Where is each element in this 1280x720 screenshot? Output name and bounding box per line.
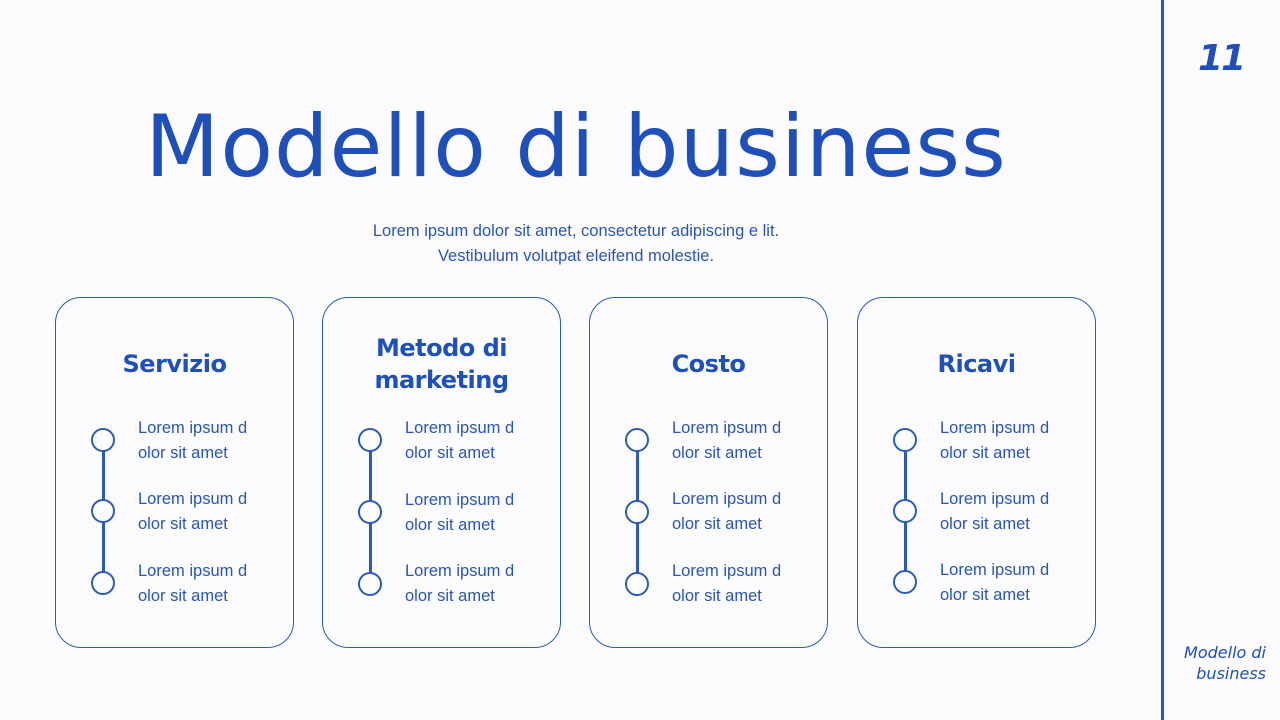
item-line: Lorem ipsum d <box>405 491 515 509</box>
list-item: Lorem ipsum d olor sit amet <box>672 559 812 609</box>
card-ricavi: Ricavi Lorem ipsum d olor sit amet Lorem… <box>857 297 1096 648</box>
list-item: Lorem ipsum d olor sit amet <box>138 416 278 466</box>
item-line: Lorem ipsum d <box>672 490 782 508</box>
timeline-node-icon <box>625 572 649 596</box>
timeline-node-icon <box>625 428 649 452</box>
timeline-node-icon <box>893 428 917 452</box>
side-caption-line1: Modello di <box>1184 643 1266 662</box>
timeline-node-icon <box>358 500 382 524</box>
slide-subtitle: Lorem ipsum dolor sit amet, consectetur … <box>350 219 802 269</box>
sidebar-divider <box>1161 0 1164 720</box>
card-servizio: Servizio Lorem ipsum d olor sit amet Lor… <box>55 297 294 648</box>
item-line: olor sit amet <box>940 444 1030 462</box>
card-title: Metodo di marketing <box>323 332 560 396</box>
timeline-node-icon <box>91 428 115 452</box>
item-line: olor sit amet <box>672 587 762 605</box>
item-line: olor sit amet <box>138 587 228 605</box>
item-line: olor sit amet <box>672 515 762 533</box>
list-item: Lorem ipsum d olor sit amet <box>672 487 812 537</box>
list-item: Lorem ipsum d olor sit amet <box>138 487 278 537</box>
card-title: Costo <box>671 350 746 378</box>
list-item: Lorem ipsum d olor sit amet <box>940 558 1080 608</box>
slide-title: Modello di business <box>145 97 1007 197</box>
card-title: Servizio <box>122 350 227 378</box>
card-metodo-di-marketing: Metodo di marketing Lorem ipsum d olor s… <box>322 297 561 648</box>
item-line: Lorem ipsum d <box>138 419 248 437</box>
item-line: Lorem ipsum d <box>672 419 782 437</box>
item-line: olor sit amet <box>138 515 228 533</box>
item-line: Lorem ipsum d <box>672 562 782 580</box>
list-item: Lorem ipsum d olor sit amet <box>940 416 1080 466</box>
timeline-node-icon <box>893 499 917 523</box>
item-line: olor sit amet <box>405 444 495 462</box>
item-line: Lorem ipsum d <box>138 562 248 580</box>
list-item: Lorem ipsum d olor sit amet <box>138 559 278 609</box>
item-line: olor sit amet <box>138 444 228 462</box>
card-title-line: Metodo di <box>375 334 508 362</box>
item-line: Lorem ipsum d <box>405 562 515 580</box>
item-line: Lorem ipsum d <box>940 419 1050 437</box>
list-item: Lorem ipsum d olor sit amet <box>672 416 812 466</box>
timeline <box>893 428 917 594</box>
timeline-node-icon <box>625 500 649 524</box>
card-title: Ricavi <box>937 350 1017 378</box>
card-title-line: marketing <box>374 366 509 394</box>
item-line: Lorem ipsum d <box>940 490 1050 508</box>
item-line: olor sit amet <box>405 516 495 534</box>
timeline-node-icon <box>358 572 382 596</box>
timeline-node-icon <box>358 428 382 452</box>
subtitle-text: Lorem ipsum dolor sit amet, consectetur … <box>372 222 780 265</box>
item-line: olor sit amet <box>940 515 1030 533</box>
timeline <box>625 428 649 596</box>
list-item: Lorem ipsum d olor sit amet <box>405 488 545 538</box>
page-number: 11 <box>1197 38 1246 79</box>
list-item: Lorem ipsum d olor sit amet <box>405 559 545 609</box>
timeline <box>358 428 382 596</box>
list-item: Lorem ipsum d olor sit amet <box>940 487 1080 537</box>
item-line: Lorem ipsum d <box>138 490 248 508</box>
card-costo: Costo Lorem ipsum d olor sit amet Lorem … <box>589 297 828 648</box>
list-item: Lorem ipsum d olor sit amet <box>405 416 545 466</box>
timeline-node-icon <box>91 499 115 523</box>
timeline-node-icon <box>893 570 917 594</box>
timeline-node-icon <box>91 571 115 595</box>
item-line: Lorem ipsum d <box>405 419 515 437</box>
side-caption: Modello di business <box>1156 642 1266 684</box>
item-line: Lorem ipsum d <box>940 561 1050 579</box>
item-line: olor sit amet <box>405 587 495 605</box>
side-caption-line2: business <box>1196 664 1266 683</box>
timeline <box>91 428 115 595</box>
item-line: olor sit amet <box>940 586 1030 604</box>
item-line: olor sit amet <box>672 444 762 462</box>
